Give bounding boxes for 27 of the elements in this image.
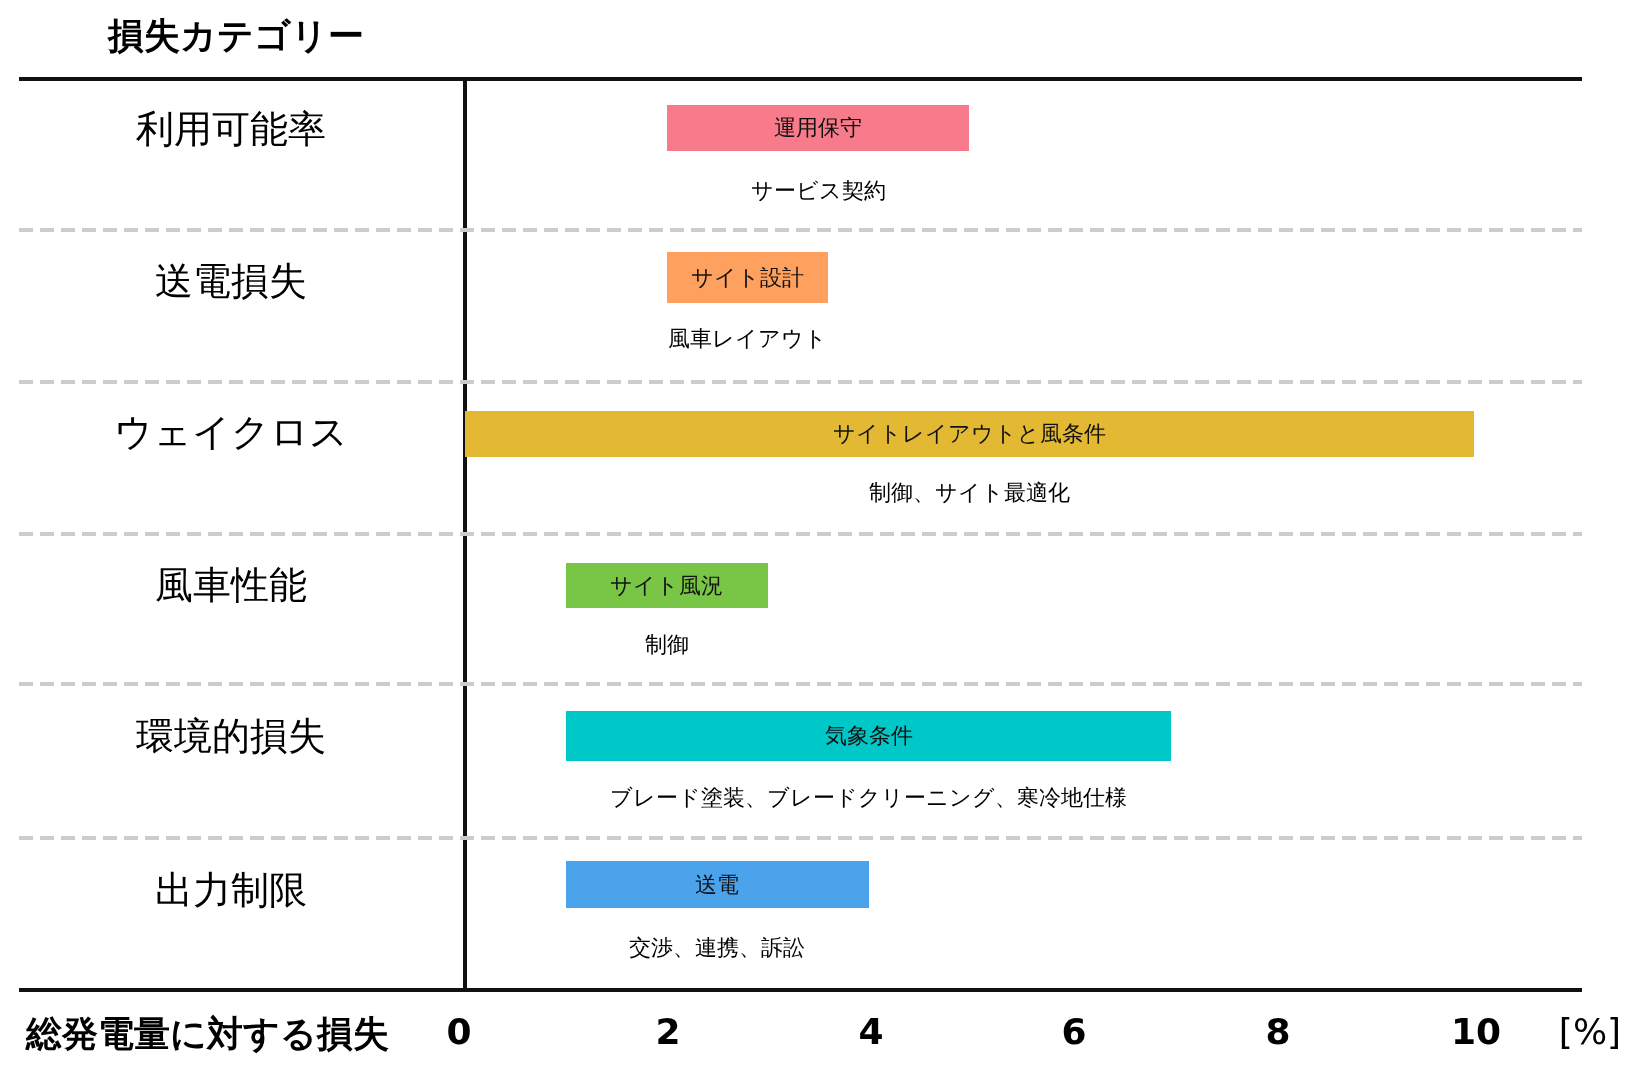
bar-caption: サービス契約: [750, 177, 886, 205]
axis-unit: [%]: [1558, 1010, 1622, 1052]
range-bar: サイトレイアウトと風条件: [465, 411, 1474, 457]
tick-label: 8: [1265, 1010, 1291, 1052]
bar-caption: 制御: [644, 631, 689, 659]
range-bar: 送電: [565, 861, 869, 908]
row-label: 環境的損失: [136, 712, 326, 760]
row-label: 出力制限: [155, 866, 307, 914]
row-label: 送電損失: [155, 257, 307, 305]
tick-label: 0: [446, 1010, 472, 1052]
range-bar: 気象条件: [565, 711, 1172, 761]
chart-title: 損失カテゴリー: [108, 14, 364, 58]
tick-label: 10: [1450, 1010, 1502, 1052]
range-bar: サイト設計: [666, 252, 829, 303]
tick-label: 6: [1061, 1010, 1087, 1052]
bar-caption: 制御、サイト最適化: [869, 479, 1070, 507]
tick-label: 4: [858, 1010, 884, 1052]
bar-caption: 交渉、連携、訴訟: [629, 934, 806, 962]
row-label: ウェイクロス: [114, 408, 348, 456]
range-bar: 運用保守: [666, 105, 970, 151]
row-label: 風車性能: [155, 561, 307, 609]
bar-caption: ブレード塗装、ブレードクリーニング、寒冷地仕様: [610, 784, 1128, 812]
range-bar: サイト風況: [565, 563, 768, 608]
bar-caption: 風車レイアウト: [668, 325, 827, 353]
axis-title: 総発電量に対する損失: [26, 1012, 389, 1056]
row-label: 利用可能率: [136, 105, 326, 153]
tick-label: 2: [655, 1010, 681, 1052]
